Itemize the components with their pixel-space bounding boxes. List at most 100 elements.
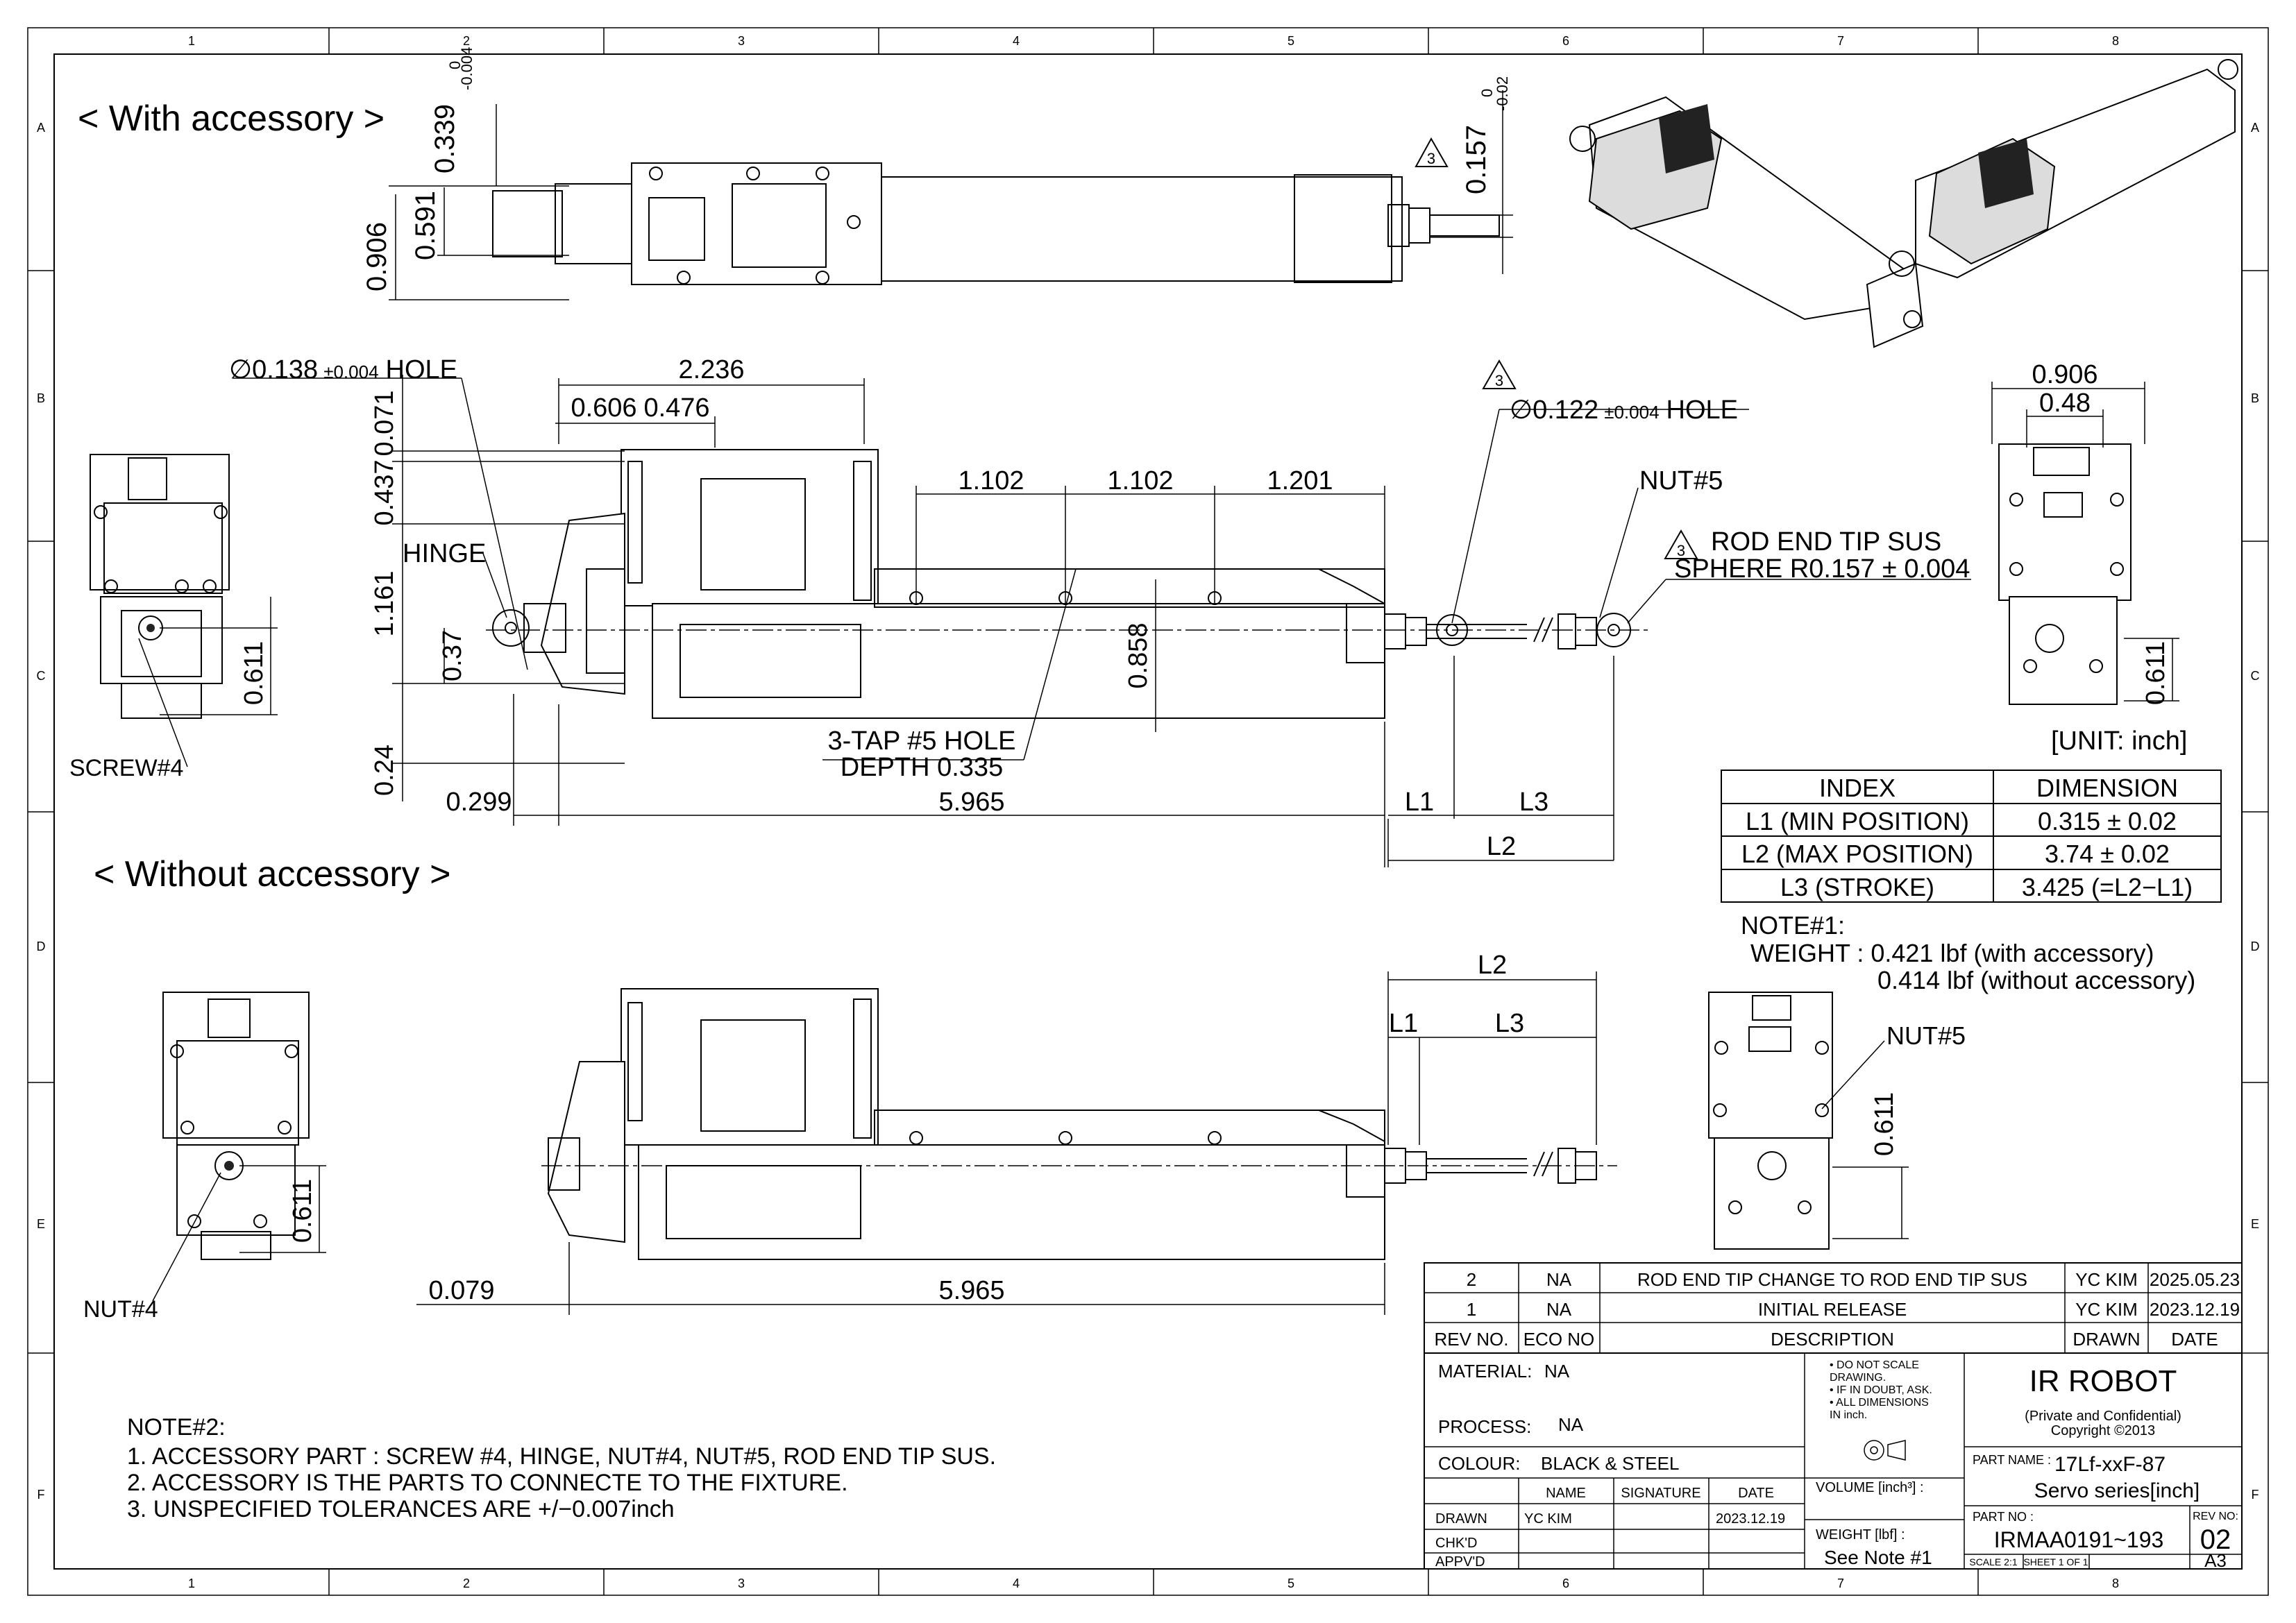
note1-title: NOTE#1: xyxy=(1741,911,1845,940)
note2-line-2: 2. ACCESSORY IS THE PARTS TO CONNECTE TO… xyxy=(127,1470,848,1496)
zone-row-d: D xyxy=(37,940,46,953)
zone-row-a-right: A xyxy=(2251,121,2259,135)
dim-l2: L2 xyxy=(1487,832,1516,861)
svg-text:3: 3 xyxy=(1677,542,1685,559)
drawing-note-4: • ALL DIMENSIONS xyxy=(1830,1397,1929,1409)
hinge-label: HINGE xyxy=(403,539,486,568)
drawing-note-1: • DO NOT SCALE xyxy=(1830,1359,1919,1371)
index-l3-value: 3.425 (=L2−L1) xyxy=(2022,873,2193,901)
zone-col-8-bottom: 8 xyxy=(2112,1577,2119,1590)
rev-row-2-date: 2023.12.19 xyxy=(2150,1299,2240,1320)
tap-hole-label-1: 3-TAP #5 HOLE xyxy=(827,726,1015,756)
bottom-right-end-view xyxy=(1708,992,1833,1250)
dim-l3: L3 xyxy=(1519,788,1548,817)
rev-no-label: REV NO: xyxy=(2193,1511,2238,1522)
dim-0606: 0.606 xyxy=(571,393,636,423)
svg-text:3: 3 xyxy=(1495,372,1503,389)
index-header-index: INDEX xyxy=(1819,774,1896,802)
note1-line1: WEIGHT : 0.421 lbf (with accessory) xyxy=(1750,939,2154,967)
rod-end-label-2: SPHERE R0.157 ± 0.004 xyxy=(1674,554,1970,584)
title-block: MATERIAL: NA PROCESS: NA COLOUR: BLACK &… xyxy=(1424,1352,2243,1571)
drawing-note-5: IN inch. xyxy=(1830,1409,1867,1421)
bottom-left-end-view xyxy=(162,992,310,1260)
tol-upper-0157: 0 xyxy=(1478,89,1496,97)
rod-end-label-1: ROD END TIP SUS xyxy=(1711,527,1941,556)
dim-bottom-l1: L1 xyxy=(1389,1009,1418,1038)
dim-bottom-5965: 5.965 xyxy=(938,1276,1004,1305)
nut5-label: NUT#5 xyxy=(1639,466,1723,495)
rev-no-value: 02 xyxy=(2200,1524,2231,1555)
zone-col-4: 4 xyxy=(1013,34,1020,48)
rev-row-1-no: 2 xyxy=(1467,1269,1476,1290)
col-signature: SIGNATURE xyxy=(1621,1486,1700,1501)
zone-row-e-right: E xyxy=(2251,1217,2259,1231)
index-l3-label: L3 (STROKE) xyxy=(1780,873,1934,901)
zone-col-2: 2 xyxy=(463,34,470,48)
rev-header-drawn: DRAWN xyxy=(2073,1329,2140,1350)
index-l2-label: L2 (MAX POSITION) xyxy=(1741,840,1973,868)
dim-1102-a: 1.102 xyxy=(958,466,1024,495)
tol-lower-0339: -0.004 xyxy=(458,47,475,90)
tap-hole-label-2: DEPTH 0.335 xyxy=(841,753,1003,782)
zone-col-1-bottom: 1 xyxy=(188,1577,195,1590)
rev-row-1-eco: NA xyxy=(1546,1269,1572,1290)
dim-left-0611: 0.611 xyxy=(239,641,269,705)
drawn-label: DRAWN xyxy=(1435,1511,1487,1527)
rev-header-date: DATE xyxy=(2171,1329,2218,1350)
dim-1201: 1.201 xyxy=(1267,466,1333,495)
dim-right-048: 0.48 xyxy=(2039,389,2091,418)
section-title-without-accessory: < Without accessory > xyxy=(94,854,450,894)
rev-header-eco: ECO NO xyxy=(1523,1329,1595,1350)
zone-row-c-right: C xyxy=(2251,669,2260,683)
zone-col-6: 6 xyxy=(1562,34,1569,48)
company-name: IR ROBOT xyxy=(2029,1364,2177,1398)
dim-l1: L1 xyxy=(1405,788,1434,817)
note2-line-3: 3. UNSPECIFIED TOLERANCES ARE +/−0.007in… xyxy=(127,1496,675,1522)
tol-lower-0157: -0.02 xyxy=(1494,76,1511,111)
bottom-side-view xyxy=(541,988,1617,1260)
section-title-with-accessory: < With accessory > xyxy=(78,99,385,139)
index-table: INDEX DIMENSION L1 (MIN POSITION) 0.315 … xyxy=(1721,770,2222,903)
colour-label: COLOUR: xyxy=(1438,1453,1520,1474)
material-value: NA xyxy=(1544,1361,1570,1382)
rev-header-no: REV NO. xyxy=(1435,1329,1509,1350)
dim-bottom-right-0611: 0.611 xyxy=(1870,1092,1899,1156)
dim-bottom-l2: L2 xyxy=(1478,951,1507,980)
chkd-label: CHK'D xyxy=(1435,1536,1478,1551)
dim-0299: 0.299 xyxy=(446,788,512,817)
zone-col-6-bottom: 6 xyxy=(1562,1577,1569,1590)
left-end-view xyxy=(90,454,230,719)
rev-row-1-drawn: YC KIM xyxy=(2075,1269,2138,1290)
revision-table: 2 NA ROD END TIP CHANGE TO ROD END TIP S… xyxy=(1424,1262,2243,1354)
tol-upper-0339: 0 xyxy=(446,61,464,69)
zone-row-d-right: D xyxy=(2251,940,2260,953)
col-name: NAME xyxy=(1546,1486,1586,1501)
drawing-note-3: • IF IN DOUBT, ASK. xyxy=(1830,1384,1932,1396)
zone-row-e: E xyxy=(37,1217,45,1231)
note2-title: NOTE#2: xyxy=(127,1414,226,1441)
dim-top-0157: 0.157 xyxy=(1461,125,1492,194)
zone-col-3: 3 xyxy=(738,34,745,48)
dim-0858: 0.858 xyxy=(1124,622,1153,688)
zone-col-7: 7 xyxy=(1837,34,1844,48)
weight-label: WEIGHT [lbf] : xyxy=(1816,1527,1905,1543)
rev-row-1-date: 2025.05.23 xyxy=(2150,1269,2240,1290)
confidential-label: (Private and Confidential) xyxy=(2025,1409,2181,1424)
dim-0476: 0.476 xyxy=(643,393,709,423)
dim-bottom-0079: 0.079 xyxy=(428,1276,494,1305)
zone-col-1: 1 xyxy=(188,34,195,48)
dim-top-0339: 0.339 xyxy=(430,104,460,173)
weight-value: See Note #1 xyxy=(1824,1547,1932,1568)
drawing-note-2: DRAWING. xyxy=(1830,1372,1886,1384)
index-header-dimension: DIMENSION xyxy=(2036,774,2178,802)
rev-row-2-eco: NA xyxy=(1546,1299,1572,1320)
zone-row-f: F xyxy=(37,1488,45,1502)
projection-symbol xyxy=(1864,1440,1906,1461)
dim-bottom-l3: L3 xyxy=(1495,1009,1524,1038)
rev-row-2-drawn: YC KIM xyxy=(2075,1299,2138,1320)
sheet-label: SHEET 1 OF 1 xyxy=(2023,1556,2088,1567)
volume-label: VOLUME [inch³] : xyxy=(1816,1480,1924,1495)
part-name-1: 17Lf-xxF-87 xyxy=(2054,1453,2166,1476)
